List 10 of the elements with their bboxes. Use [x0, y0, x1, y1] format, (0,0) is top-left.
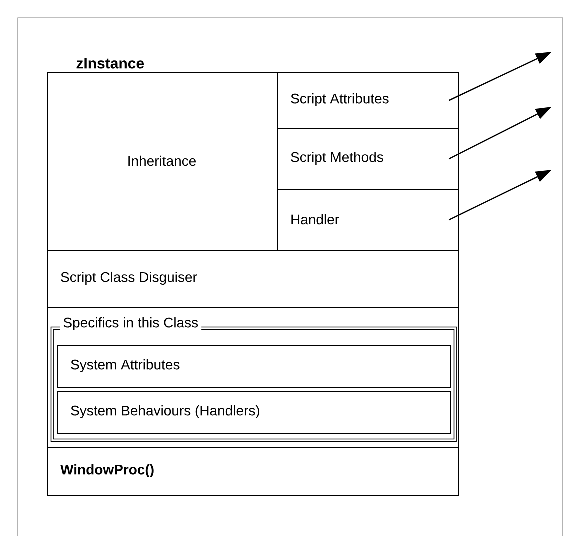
class-name: zInstance [76, 58, 144, 69]
compartment: WindowProc() [47, 447, 460, 496]
compartment: Handler [277, 189, 460, 252]
compartment: Script Attributes [277, 72, 460, 130]
compartment: Script Methods [277, 128, 460, 190]
compartment: System Attributes [57, 345, 452, 388]
compartment: Inheritance [47, 72, 278, 252]
node-label: Specifics in this Class [64, 317, 198, 331]
compartment: Script Class Disguiser [47, 250, 460, 308]
compartment: System Behaviours (Handlers) [57, 391, 452, 434]
